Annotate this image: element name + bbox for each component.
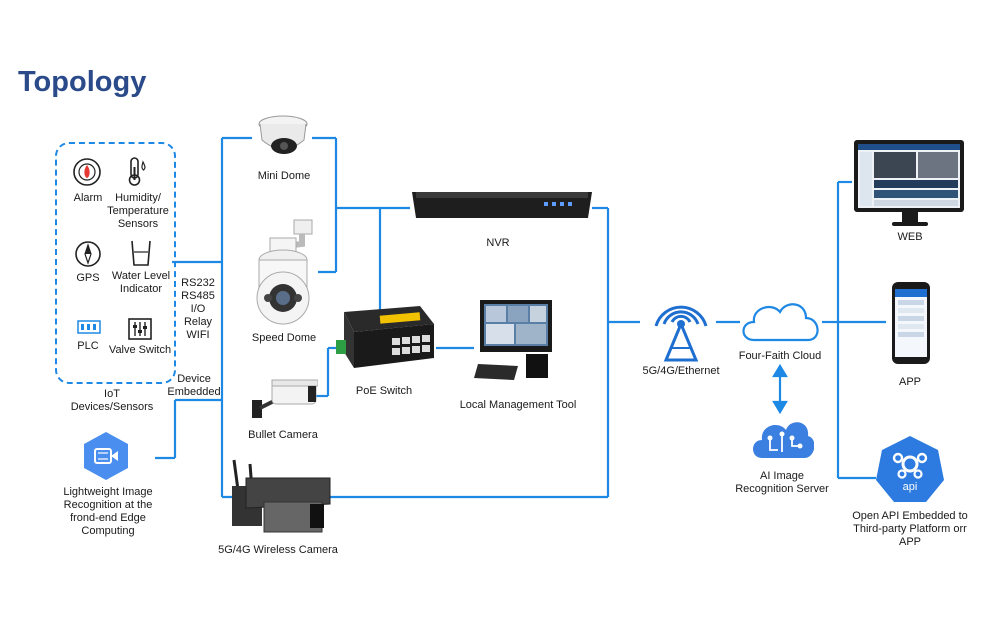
- wireless-camera-label: 5G/4G Wireless Camera: [218, 544, 338, 556]
- alarm-label: Alarm: [73, 192, 103, 204]
- gps-icon: [75, 241, 101, 267]
- bullet-camera-label: Bullet Camera: [248, 429, 318, 441]
- edge-computing-icon: [84, 432, 128, 480]
- network-label: 5G/4G/Ethernet: [642, 365, 720, 377]
- thermometer-icon: [128, 157, 146, 186]
- plc-label: PLC: [77, 340, 99, 352]
- wireless-camera-icon: [232, 459, 331, 533]
- ai-server-label: AI Image Recognition Server: [735, 470, 829, 495]
- api-badge-text: api: [902, 481, 918, 493]
- cloud-icon: [742, 303, 819, 342]
- gps-label: GPS: [76, 272, 100, 284]
- poe-switch-label: PoE Switch: [355, 385, 413, 397]
- alarm-icon: [73, 158, 101, 186]
- mobile-app-icon: [892, 282, 930, 364]
- ai-server-icon: [753, 422, 814, 458]
- protocol-wifi: WIFI: [186, 329, 210, 341]
- bullet-camera-icon: [252, 379, 318, 418]
- cloud-label: Four-Faith Cloud: [738, 350, 822, 362]
- protocol-rs232: RS232: [181, 277, 215, 289]
- api-badge-icon: [876, 436, 944, 502]
- page-title: Topology: [18, 66, 147, 98]
- protocol-list: RS232 RS485 I/O Relay WIFI: [176, 277, 220, 342]
- plc-icon: [77, 320, 101, 334]
- api-label: Open API Embedded to Third-party Platfor…: [852, 510, 968, 548]
- mini-dome-label: Mini Dome: [257, 170, 311, 182]
- nvr-device-icon: [412, 192, 592, 218]
- web-monitor-icon: [854, 140, 964, 226]
- protocol-io: I/O: [190, 303, 206, 315]
- water-level-icon: [131, 240, 151, 266]
- iot-group-label: IoT Devices/Sensors: [70, 388, 154, 413]
- app-label: APP: [898, 376, 921, 388]
- edge-computing-label: Lightweight Image Recognition at the fro…: [63, 486, 153, 537]
- local-management-tool-icon: [474, 300, 552, 380]
- mini-dome-camera-icon: [258, 115, 308, 154]
- speed-dome-camera-icon: [256, 219, 313, 325]
- protocol-relay: Relay: [183, 316, 213, 328]
- protocol-rs485: RS485: [181, 290, 215, 302]
- water-level-label: Water Level Indicator: [111, 270, 171, 295]
- iot-devices-group: [55, 142, 176, 384]
- web-label: WEB: [897, 231, 923, 243]
- local-management-tool-label: Local Management Tool: [459, 399, 577, 411]
- device-embedded-label: Device Embedded: [167, 373, 221, 398]
- speed-dome-label: Speed Dome: [251, 332, 317, 344]
- humidity-label: Humidity/ Temperature Sensors: [107, 192, 169, 230]
- poe-switch-icon: [336, 306, 434, 368]
- valve-switch-label: Valve Switch: [108, 344, 172, 356]
- antenna-tower-icon: [654, 305, 708, 362]
- valve-switch-icon: [128, 318, 152, 340]
- nvr-label: NVR: [486, 237, 510, 249]
